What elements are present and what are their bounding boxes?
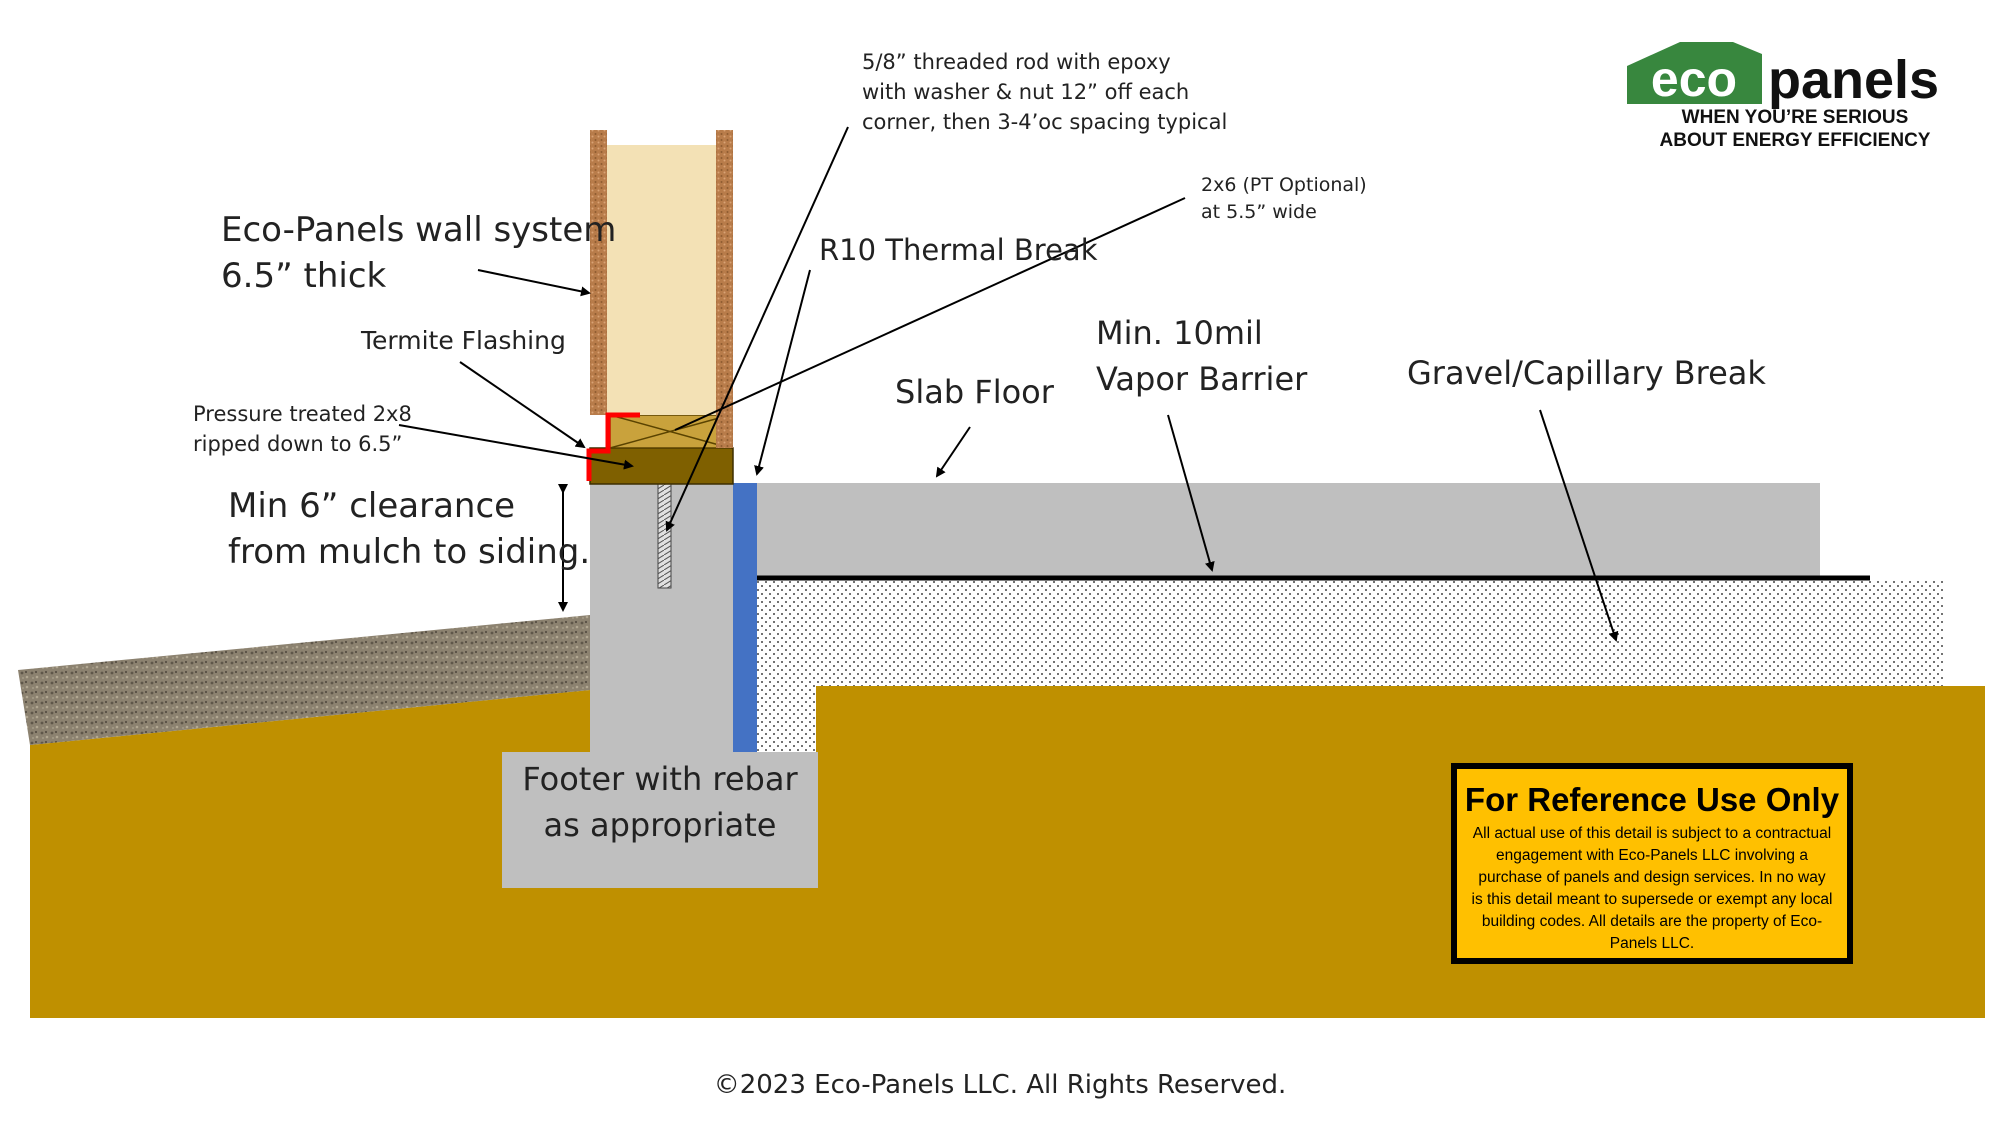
footer — [502, 752, 818, 888]
termite-flashing — [586, 412, 640, 481]
footer-label: Footer with rebar as appropriate — [502, 756, 818, 848]
gravel-under-thermal — [757, 580, 816, 755]
gravel-label: Gravel/Capillary Break — [1407, 354, 1766, 392]
pressure-treated-label-line2: ripped down to 6.5” — [193, 432, 403, 456]
clearance-label-line1: Min 6” clearance — [228, 486, 516, 526]
logo-tagline-line2: ABOUT ENERGY EFFICIENCY — [1659, 130, 1931, 151]
thermal-break-leader — [754, 269, 811, 476]
logo-panels: panels — [1768, 50, 1939, 110]
logo-tagline: WHEN YOU’RE SERIOUS ABOUT ENERGY EFFICIE… — [1625, 106, 1965, 152]
mulch — [18, 615, 590, 745]
logo-eco: eco — [1651, 51, 1737, 107]
threaded-rod-label-line2: with washer & nut 12” off each — [862, 80, 1190, 104]
vapor-barrier-label: Min. 10mil Vapor Barrier — [1096, 310, 1307, 402]
panel-skin-right — [716, 130, 733, 448]
termite-flashing-leader — [459, 361, 586, 449]
thermal-break-label: R10 Thermal Break — [819, 233, 1098, 267]
two-by-six-label-line1: 2x6 (PT Optional) — [1201, 174, 1367, 196]
gravel-layer — [757, 580, 1945, 686]
pressure-treated-label: Pressure treated 2x8 ripped down to 6.5” — [193, 399, 412, 459]
two-by-six-label: 2x6 (PT Optional) at 5.5” wide — [1201, 172, 1367, 226]
pressure-treated-2x8 — [589, 447, 734, 485]
threaded-rod-leader — [665, 126, 849, 532]
vapor-barrier-label-line2: Vapor Barrier — [1096, 360, 1308, 398]
pressure-treated-label-line1: Pressure treated 2x8 — [193, 402, 412, 426]
termite-flashing-label: Termite Flashing — [361, 326, 566, 355]
wall-system-label-line1: Eco-Panels wall system — [221, 210, 617, 250]
threaded-rod-label: 5/8” threaded rod with epoxy with washer… — [862, 47, 1227, 137]
gravel-leader — [1539, 409, 1619, 642]
logo-tagline-line1: WHEN YOU’RE SERIOUS — [1681, 107, 1909, 128]
reference-box: For Reference Use Only All actual use of… — [1451, 763, 1853, 964]
logo-badge — [1627, 42, 1762, 104]
slab-floor-label: Slab Floor — [895, 373, 1054, 411]
two-by-six-x2 — [609, 414, 731, 449]
footer-label-line1: Footer with rebar — [522, 760, 798, 798]
reference-box-body: All actual use of this detail is subject… — [1471, 825, 1833, 952]
copyright: ©2023 Eco-Panels LLC. All Rights Reserve… — [713, 1070, 1287, 1100]
two-by-six-label-line2: at 5.5” wide — [1201, 201, 1317, 223]
two-by-six-leader — [674, 197, 1186, 431]
clearance-label: Min 6” clearance from mulch to siding. — [228, 483, 590, 575]
pressure-treated-leader — [398, 424, 634, 470]
slab-floor — [757, 483, 1820, 576]
wall-system-label: Eco-Panels wall system 6.5” thick — [221, 207, 616, 299]
footer-label-line2: as appropriate — [543, 806, 777, 844]
vapor-barrier-label-line1: Min. 10mil — [1096, 314, 1263, 352]
thermal-break — [733, 483, 757, 752]
clearance-label-line2: from mulch to siding. — [228, 532, 591, 572]
wall-system-label-line2: 6.5” thick — [221, 256, 387, 296]
threaded-rod-label-line1: 5/8” threaded rod with epoxy — [862, 50, 1171, 74]
slab-floor-leader — [935, 426, 971, 478]
wall-system-leader — [477, 269, 591, 297]
reference-box-title: For Reference Use Only — [1464, 781, 1840, 818]
panel-skin-left — [590, 130, 607, 415]
panel-core — [607, 145, 716, 415]
vapor-barrier-leader — [1167, 414, 1215, 572]
threaded-rod-label-line3: corner, then 3-4’oc spacing typical — [862, 110, 1228, 134]
